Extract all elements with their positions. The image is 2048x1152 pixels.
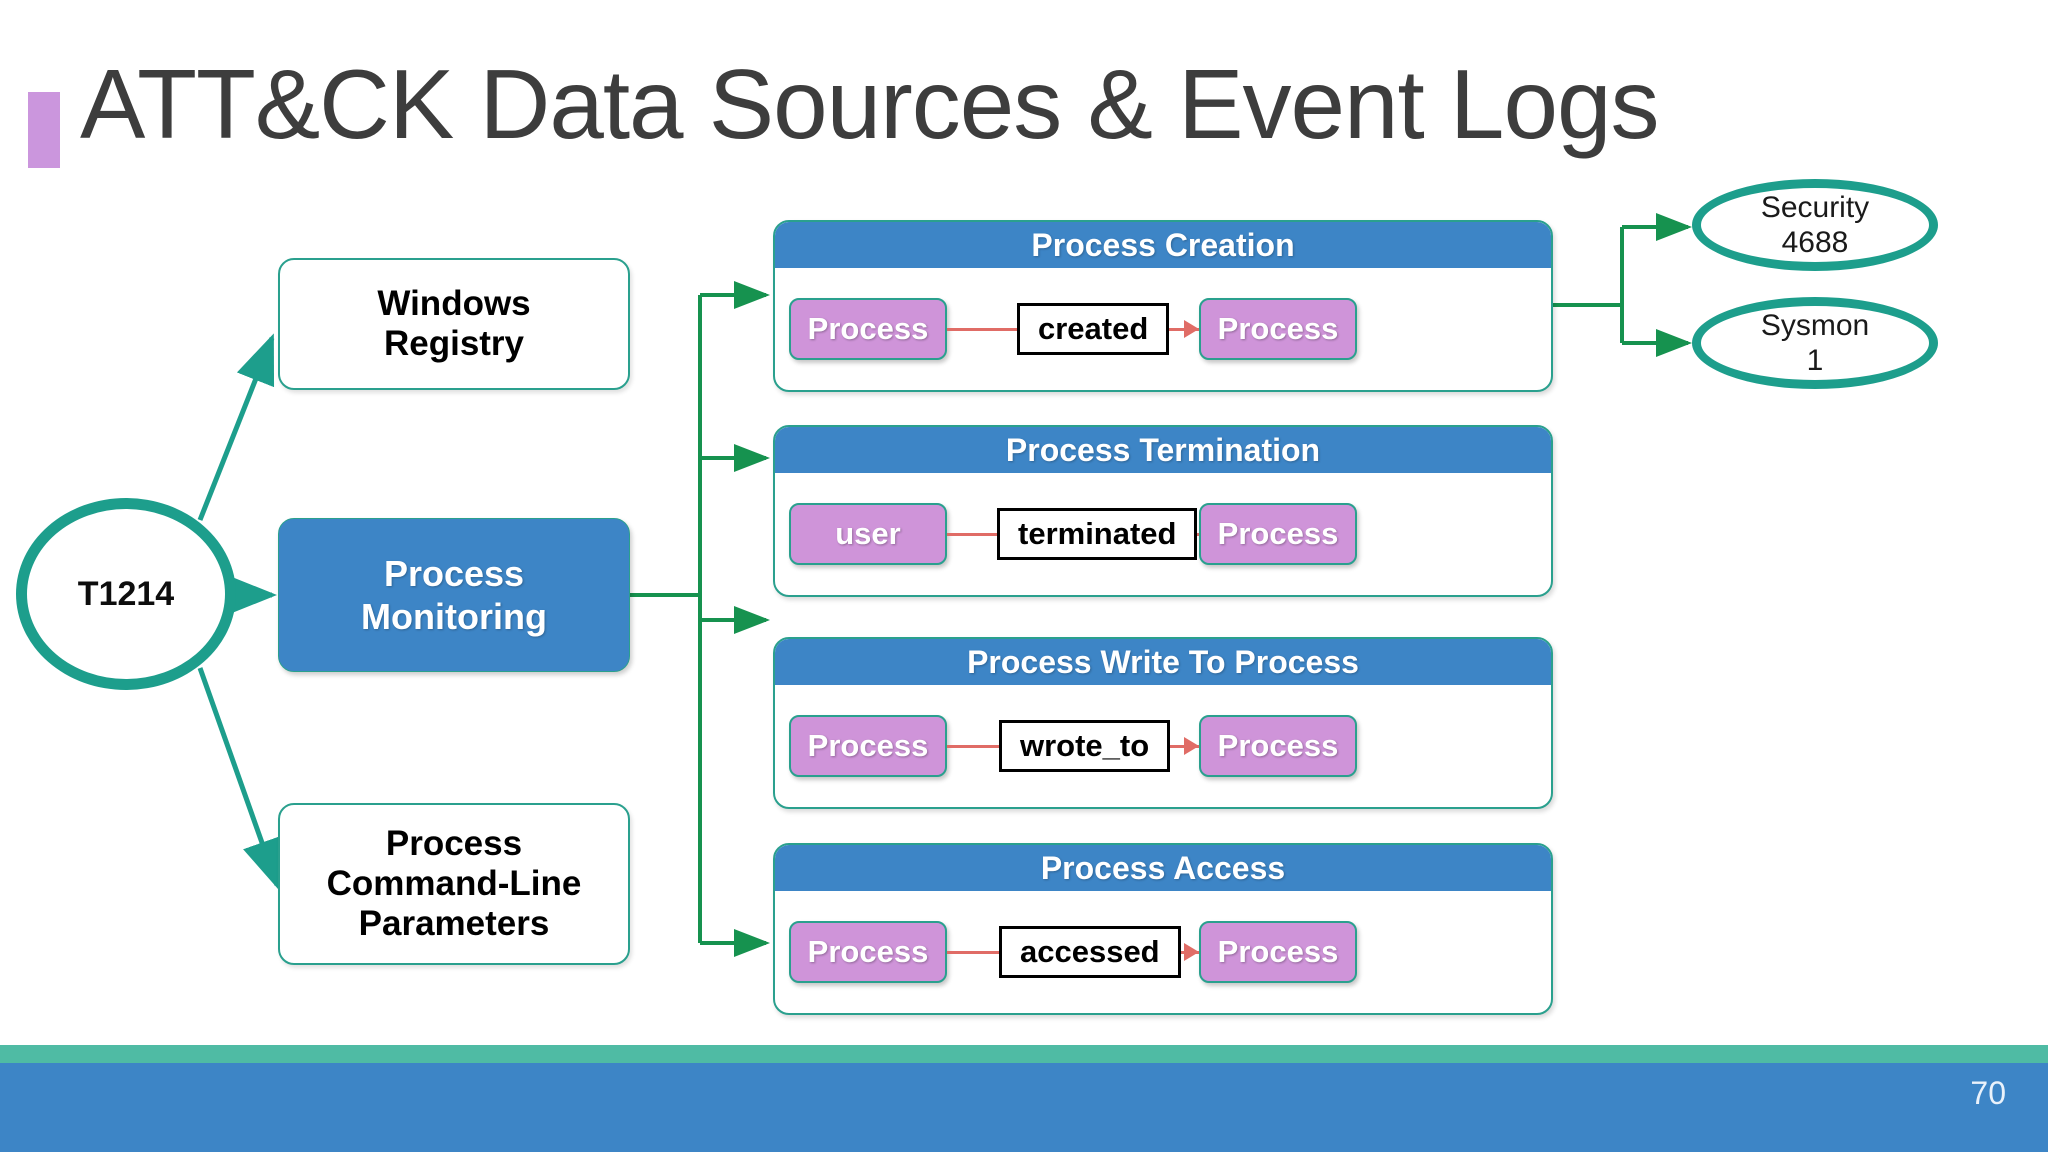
edge-t1214-to-cmdline: [197, 667, 281, 890]
technique-node-t1214[interactable]: T1214: [16, 498, 236, 690]
event-card-title: Process Termination: [1005, 431, 1321, 468]
entity-target[interactable]: Process: [1199, 503, 1357, 565]
event-log-channel: Sysmon: [1760, 308, 1870, 342]
event-card-process-termination[interactable]: Process Termination user terminated Proc…: [773, 425, 1553, 597]
event-card-header: Process Creation: [775, 222, 1551, 268]
relation-line-left: [947, 328, 1017, 331]
entity-source[interactable]: Process: [789, 298, 947, 360]
relation-text: created: [1038, 311, 1149, 346]
event-log-id: 1: [1806, 344, 1824, 377]
technique-id-label: T1214: [77, 574, 175, 613]
relation-arrow-icon: [1184, 320, 1199, 338]
entity-target-label: Process: [1217, 516, 1339, 551]
entity-source-label: user: [835, 516, 901, 551]
event-card-header: Process Write To Process: [775, 639, 1551, 685]
relation-label: wrote_to: [999, 720, 1171, 772]
relation-text: wrote_to: [1020, 728, 1150, 763]
event-card-body: Process wrote_to Process: [775, 685, 1551, 807]
event-card-body: Process created Process: [775, 268, 1551, 390]
event-card-header: Process Access: [775, 845, 1551, 891]
footer-bar: [0, 1063, 2048, 1152]
relation-text: accessed: [1020, 934, 1160, 969]
entity-target[interactable]: Process: [1199, 921, 1357, 983]
event-card-process-creation[interactable]: Process Creation Process created Process: [773, 220, 1553, 392]
event-card-process-access[interactable]: Process Access Process accessed Process: [773, 843, 1553, 1015]
event-card-body: Process accessed Process: [775, 891, 1551, 1013]
event-card-title: Process Write To Process: [967, 643, 1359, 680]
entity-source[interactable]: user: [789, 503, 947, 565]
entity-target[interactable]: Process: [1199, 715, 1357, 777]
footer-accent-band: [0, 1045, 2048, 1063]
edge-card1-to-logs-trunk: [1553, 227, 1624, 343]
entity-source-label: Process: [807, 728, 929, 763]
event-log-id: 4688: [1781, 226, 1849, 259]
event-card-body: user terminated Process: [775, 473, 1551, 595]
entity-target[interactable]: Process: [1199, 298, 1357, 360]
relation-arrow-icon: [1184, 737, 1199, 755]
relation-arrow-icon: [1184, 943, 1199, 961]
relation-line-right: [1149, 745, 1199, 748]
page-title: ATT&CK Data Sources & Event Logs: [80, 49, 1659, 159]
relation-line-left: [947, 533, 997, 536]
edge-procmon-trunk: [630, 295, 702, 943]
entity-target-label: Process: [1217, 934, 1339, 969]
event-log-channel: Security: [1760, 190, 1870, 224]
entity-target-label: Process: [1217, 311, 1339, 346]
event-card-title: Process Creation: [1031, 226, 1295, 263]
relation-text: terminated: [1018, 516, 1177, 551]
event-card-title: Process Access: [1040, 849, 1286, 886]
event-card-process-write-to-process[interactable]: Process Write To Process Process wrote_t…: [773, 637, 1553, 809]
entity-source-label: Process: [807, 311, 929, 346]
entity-target-label: Process: [1217, 728, 1339, 763]
relation-line-left: [947, 745, 999, 748]
entity-source[interactable]: Process: [789, 715, 947, 777]
event-log-security-4688[interactable]: Security 4688: [1692, 179, 1938, 271]
entity-source-label: Process: [807, 934, 929, 969]
event-card-header: Process Termination: [775, 427, 1551, 473]
edge-t1214-to-registry: [197, 333, 275, 521]
entity-source[interactable]: Process: [789, 921, 947, 983]
relation-line-left: [947, 951, 999, 954]
relation-label: accessed: [999, 926, 1181, 978]
event-log-sysmon-1[interactable]: Sysmon 1: [1692, 297, 1938, 389]
page-number: 70: [1970, 1075, 2006, 1111]
relation-label: terminated: [997, 508, 1198, 560]
title-accent-bar: [28, 92, 60, 168]
relation-label: created: [1017, 303, 1170, 355]
